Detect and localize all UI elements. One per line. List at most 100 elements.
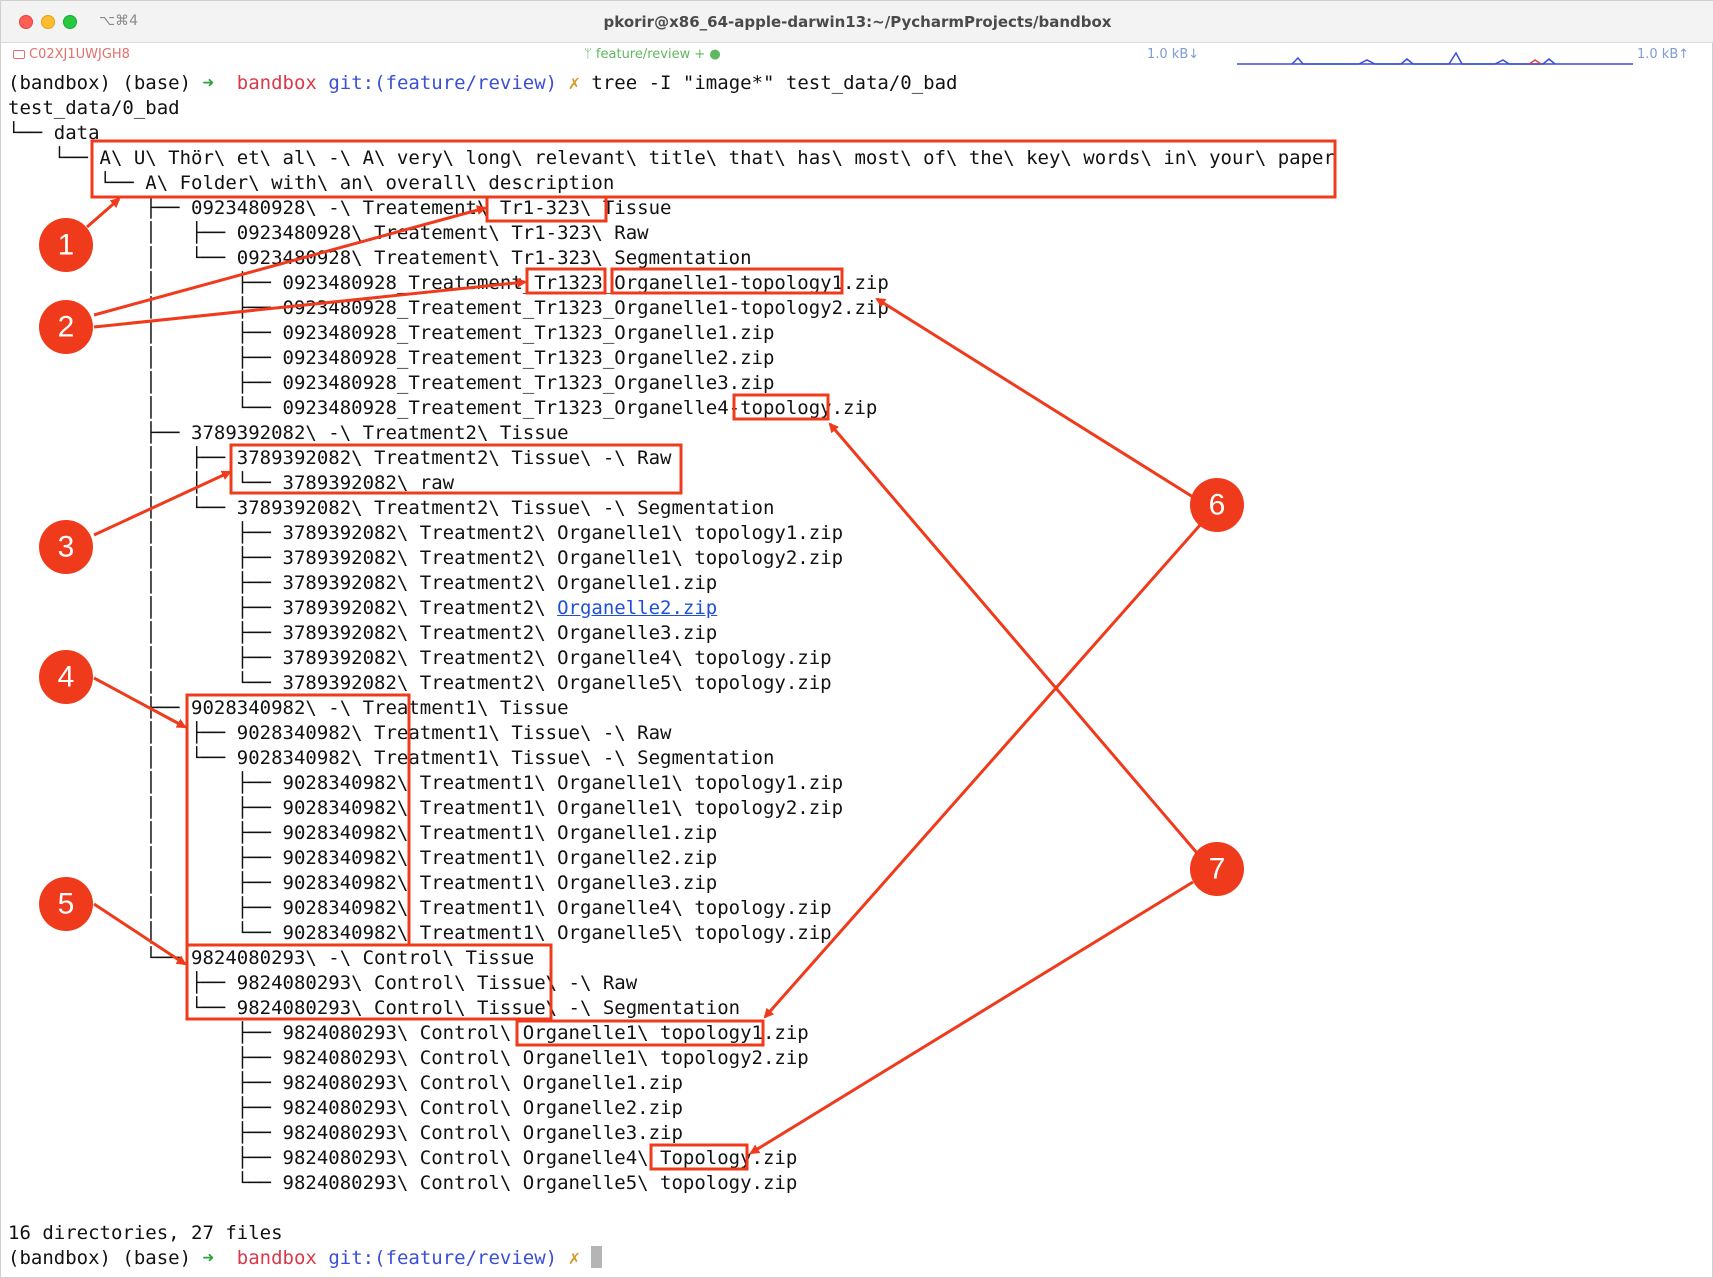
badge-5-label: 5 (58, 888, 75, 921)
sparkline-tx (1528, 59, 1542, 65)
highlight-box-organelle1-topology1 (610, 267, 844, 295)
hostname-label: C02XJ1UWJGH8 (29, 47, 130, 62)
tree-line: │ └── 3789392082\ Treatment2\ Organelle5… (8, 672, 832, 694)
prompt-dirty-icon: ✗ (568, 72, 592, 94)
tab-shortcut: ⌥⌘4 (99, 13, 139, 29)
tree-line: │ ├── 3789392082\ Treatment2\ Tissue\ -\… (8, 447, 672, 469)
badge-5 (39, 877, 93, 931)
sparkline-rx (1291, 51, 1556, 65)
badge-3 (39, 520, 93, 574)
tree-line: test_data/0_bad (8, 97, 180, 119)
badge-7-label: 7 (1209, 853, 1226, 886)
window-title: pkorir@x86_64-apple-darwin13:~/PycharmPr… (603, 13, 1112, 31)
tree-line: │ ├── 9028340982\ Treatment1\ Organelle4… (8, 897, 832, 919)
prompt-env: (bandbox) (base) (8, 72, 203, 94)
tree-line: │ ├── 3789392082\ Treatment2\ Organelle1… (8, 547, 844, 569)
status-bar: C02XJ1UWJGH8 ᛘ feature/review + ● 1.0 kB… (1, 43, 1713, 69)
badge-4-label: 4 (58, 661, 75, 694)
tree-summary: 16 directories, 27 files (8, 1222, 283, 1244)
tree-line: └── 9824080293\ -\ Control\ Tissue (8, 947, 535, 969)
badge-2-label: 2 (58, 311, 75, 344)
highlight-box-tr1323 (525, 267, 607, 295)
tree-line: │ ├── 9028340982\ Treatment1\ Organelle3… (8, 872, 718, 894)
tree-line: └── 9824080293\ Control\ Tissue\ -\ Segm… (8, 997, 741, 1019)
tree-line: │ ├── 0923480928\ Treatement\ Tr1-323\ R… (8, 222, 649, 244)
tree-line: │ ├── 9028340982\ Treatment1\ Organelle1… (8, 797, 844, 819)
tree-line: └── 9824080293\ Control\ Organelle5\ top… (8, 1172, 798, 1194)
tree-line: │ └── 9028340982\ Treatment1\ Tissue\ -\… (8, 747, 775, 769)
prompt-directory: bandbox (236, 72, 329, 94)
tree-line: └── A\ Folder\ with\ an\ overall\ descri… (8, 172, 615, 194)
tree-line: │ ├── 0923480928_Treatement_Tr1323_Organ… (8, 272, 889, 294)
arrow-6a (875, 297, 1194, 499)
arrow-2b (93, 277, 527, 329)
arrow-7a (828, 422, 1199, 854)
arrow-1 (86, 197, 121, 229)
computer-icon (13, 50, 25, 59)
tree-line: │ ├── 3789392082\ Treatment2\ Organelle4… (8, 647, 832, 669)
arrow-3 (93, 470, 232, 537)
badge-3-label: 3 (58, 531, 75, 564)
badge-2 (39, 300, 93, 354)
badge-6 (1190, 478, 1244, 532)
arrow-2a (93, 205, 487, 317)
highlight-box-tr1-323 (485, 195, 608, 223)
tree-line: │ └── 3789392082\ Treatment2\ Tissue\ -\… (8, 497, 775, 519)
hostname: C02XJ1UWJGH8 (13, 47, 130, 62)
badge-7 (1190, 842, 1244, 896)
tree-line: ├── 9824080293\ Control\ Organelle1\ top… (8, 1022, 809, 1044)
badge-4 (39, 650, 93, 704)
minimize-button[interactable] (41, 15, 55, 29)
prompt-git-branch: git:(feature/review) (328, 72, 569, 94)
tree-line: ├── 9824080293\ Control\ Organelle1\ top… (8, 1047, 809, 1069)
tree-line-with-link: │ ├── 3789392082\ Treatment2\ Organelle2… (8, 596, 717, 621)
command-prompt-line[interactable]: (bandbox) (base) ➜ bandbox git:(feature/… (8, 1246, 603, 1271)
tree-line: ├── 9824080293\ Control\ Organelle1.zip (8, 1072, 683, 1094)
command-prompt-line: (bandbox) (base) ➜ bandbox git:(feature/… (8, 71, 957, 96)
tree-line: │ └── 0923480928\ Treatement\ Tr1-323\ S… (8, 247, 752, 269)
tree-line: ├── 9824080293\ Control\ Organelle3.zip (8, 1122, 683, 1144)
file-link[interactable]: Organelle2.zip (557, 597, 718, 619)
close-button[interactable] (19, 15, 33, 29)
tree-line: │ ├── 3789392082\ Treatment2\ Organelle3… (8, 622, 718, 644)
prompt-arrow-icon: ➜ (202, 1247, 237, 1269)
tree-line: ├── 9028340982\ -\ Treatment1\ Tissue (8, 697, 569, 719)
prompt-dirty-icon: ✗ (568, 1247, 592, 1269)
tree-line: ├── 9824080293\ Control\ Organelle2.zip (8, 1097, 683, 1119)
title-bar: ⌥⌘4 pkorir@x86_64-apple-darwin13:~/Pycha… (1, 1, 1713, 43)
tree-line: └── data (8, 122, 100, 144)
prompt-arrow-icon: ➜ (202, 72, 237, 94)
tree-line: │ └── 0923480928_Treatement_Tr1323_Organ… (8, 397, 878, 419)
arrow-7b (749, 880, 1194, 1155)
tree-line: │ ├── 0923480928_Treatement_Tr1323_Organ… (8, 297, 889, 319)
tree-line: │ ├── 3789392082\ Treatment2\ Organelle1… (8, 522, 844, 544)
tree-line: ├── 3789392082\ -\ Treatment2\ Tissue (8, 422, 569, 444)
tree-line: │ └── 9028340982\ Treatment1\ Organelle5… (8, 922, 832, 944)
network-download-rate: 1.0 kB↓ (1147, 47, 1200, 62)
prompt-env: (bandbox) (base) (8, 1247, 203, 1269)
network-upload-rate: 1.0 kB↑ (1637, 47, 1690, 62)
prompt-command: tree -I "image*" test_data/0_bad (591, 72, 958, 94)
badge-1 (39, 218, 93, 272)
tree-line: │ ├── 9028340982\ Treatment1\ Organelle1… (8, 772, 844, 794)
highlight-box-treatment1 (185, 693, 411, 947)
highlight-box-title (90, 139, 1337, 199)
tree-line: │ ├── 9028340982\ Treatment1\ Organelle2… (8, 847, 718, 869)
highlight-box-raw (229, 443, 683, 495)
tree-line: │ ├── 0923480928_Treatement_Tr1323_Organ… (8, 322, 775, 344)
tree-line-prefix: │ ├── 3789392082\ Treatment2\ (8, 597, 558, 619)
arrow-5 (93, 902, 187, 966)
tree-line: │ ├── 0923480928_Treatement_Tr1323_Organ… (8, 372, 775, 394)
badge-1-label: 1 (58, 229, 75, 262)
zoom-button[interactable] (63, 15, 77, 29)
highlight-box-organelle1-topology1-control (515, 1019, 765, 1047)
tree-line: │ ├── 9028340982\ Treatment1\ Organelle1… (8, 822, 718, 844)
git-branch-status: ᛘ feature/review + ● (584, 47, 721, 62)
network-sparkline (1237, 51, 1633, 65)
tree-line: ├── 9824080293\ Control\ Organelle4\ Top… (8, 1147, 798, 1169)
tree-line: ├── 9824080293\ Control\ Tissue\ -\ Raw (8, 972, 638, 994)
arrow-4 (93, 676, 187, 729)
prompt-directory: bandbox (236, 1247, 329, 1269)
